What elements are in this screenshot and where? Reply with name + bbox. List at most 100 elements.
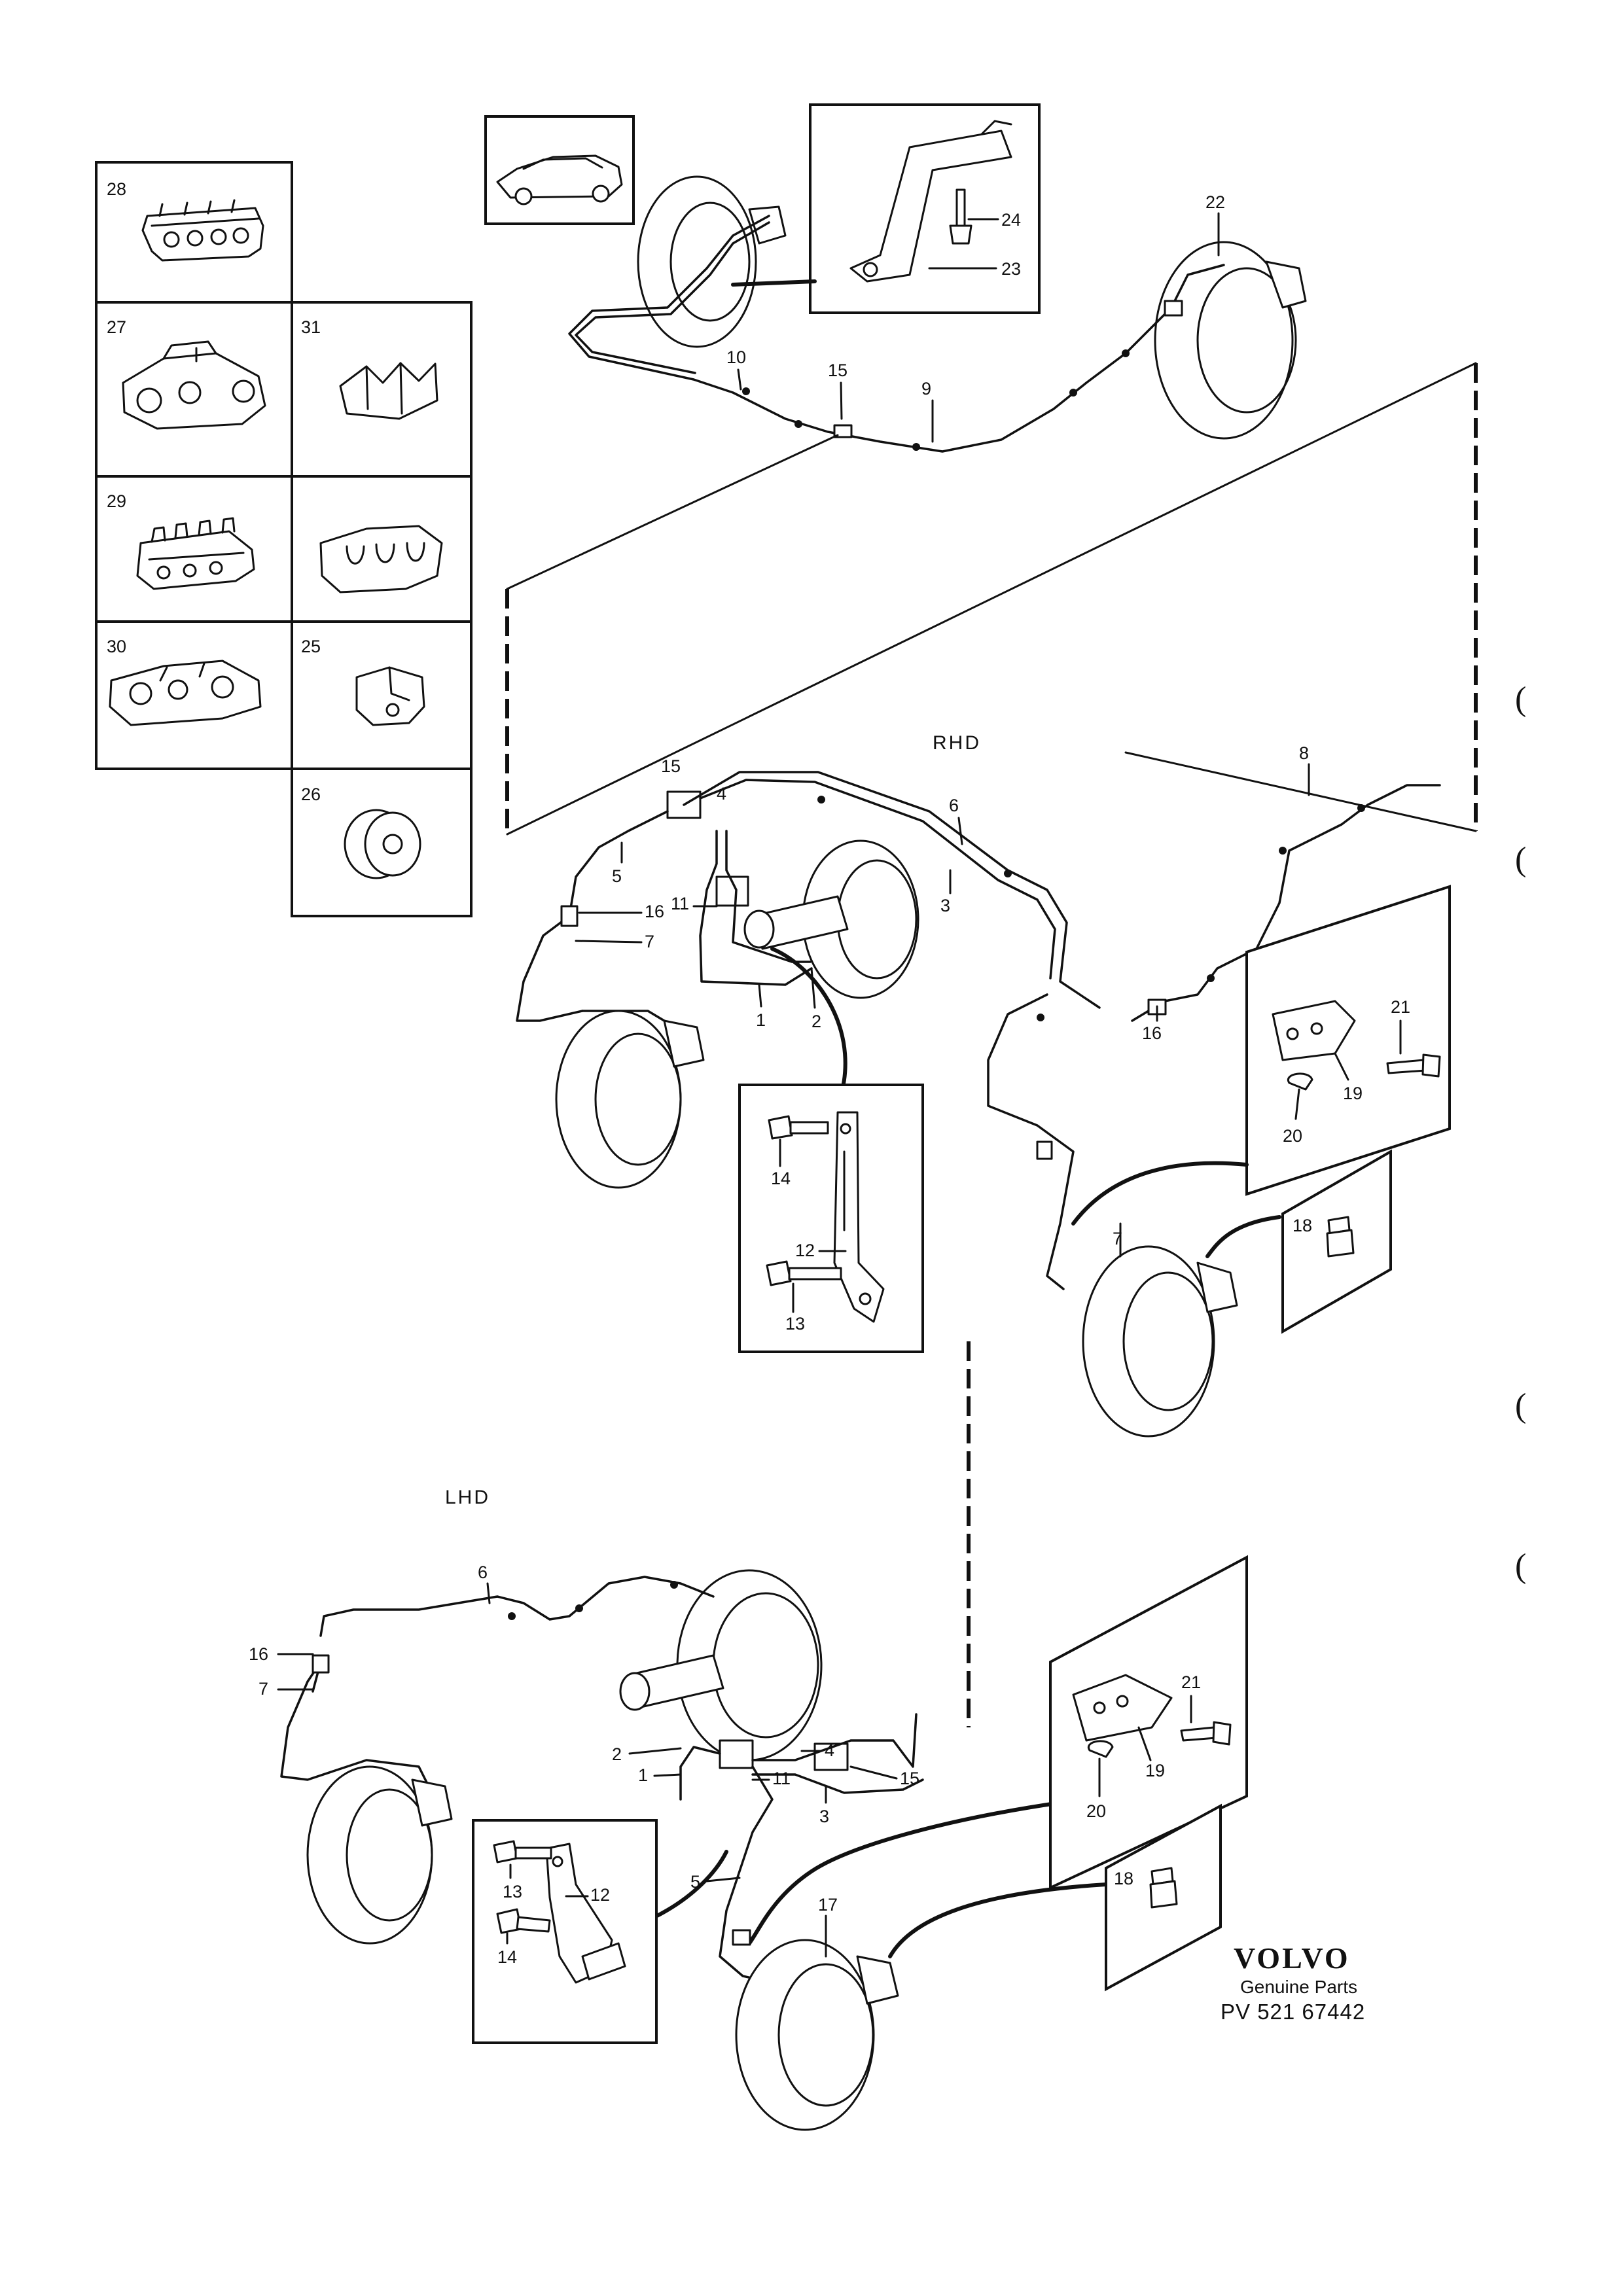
car-thumbnail <box>484 115 635 225</box>
margin-marks: ( ( ( ( <box>1515 680 1526 1585</box>
brake-booster-icon <box>619 1569 823 1761</box>
margin-mark: ( <box>1515 1387 1526 1424</box>
pipe-clip-2-way-icon <box>339 362 438 420</box>
callout-20: 20 <box>1283 1126 1302 1146</box>
bleed-nipple-icon <box>1326 1216 1355 1258</box>
callout-3: 3 <box>819 1807 829 1826</box>
brake-disc-icon <box>637 175 787 348</box>
callout-12: 12 <box>795 1241 815 1260</box>
brake-disc-icon <box>735 1939 899 2131</box>
bolt-icon <box>768 1115 829 1140</box>
callout-18: 18 <box>1293 1216 1312 1235</box>
callout-24: 24 <box>1001 210 1021 230</box>
callout-15: 15 <box>828 361 847 380</box>
clip-number: 31 <box>301 317 321 337</box>
clip-number: 29 <box>107 491 126 511</box>
callout-2: 2 <box>812 1012 821 1031</box>
bolt-icon <box>1386 1053 1441 1078</box>
assembly-guides <box>505 362 1478 1727</box>
pipe-clip-1-way-icon <box>355 666 425 726</box>
callout-16: 16 <box>1142 1023 1162 1043</box>
callout-5: 5 <box>612 866 622 886</box>
callout-16: 16 <box>249 1644 268 1664</box>
callout-21: 21 <box>1391 997 1410 1017</box>
pipe-clip-6-way-icon <box>136 517 255 590</box>
callout-6: 6 <box>478 1563 488 1582</box>
margin-mark: ( <box>1515 1547 1526 1585</box>
bolt-icon <box>766 1260 842 1286</box>
callout-20: 20 <box>1086 1801 1106 1821</box>
callout-17: 17 <box>818 1895 838 1915</box>
callout-8: 8 <box>1299 743 1309 763</box>
car-icon <box>496 154 623 205</box>
clip-number: 30 <box>107 637 126 656</box>
callout-14: 14 <box>771 1169 791 1188</box>
callout-15: 15 <box>661 756 681 776</box>
bracket-icon <box>849 120 1012 283</box>
brand-logo: VOLVO <box>1234 1941 1350 1975</box>
rhd-section: RHD <box>516 732 1451 1438</box>
callout-23: 23 <box>1001 259 1021 279</box>
mounting-bracket-icon <box>1272 1000 1356 1061</box>
callout-7: 7 <box>645 932 654 951</box>
callout-22: 22 <box>1205 192 1225 212</box>
callout-2: 2 <box>612 1744 622 1764</box>
bolt-icon <box>1180 1721 1232 1746</box>
callout-10: 10 <box>726 347 746 367</box>
valve-block-icon <box>719 1739 849 1771</box>
callout-7: 7 <box>259 1679 268 1699</box>
brake-disc-icon <box>1082 1245 1238 1438</box>
callout-5: 5 <box>690 1872 700 1892</box>
callout-13: 13 <box>503 1882 522 1901</box>
callout-3: 3 <box>940 896 950 915</box>
callout-19: 19 <box>1145 1761 1165 1780</box>
callout-18: 18 <box>1114 1869 1133 1888</box>
brake-disc-icon <box>306 1765 453 1945</box>
rhd-label: RHD <box>933 732 981 754</box>
callout-4: 4 <box>717 784 726 804</box>
margin-mark: ( <box>1515 841 1526 878</box>
callout-16: 16 <box>645 902 664 921</box>
margin-mark: ( <box>1515 680 1526 718</box>
catalog-reference: PV 521 67442 <box>1221 2000 1365 2024</box>
bolt-icon <box>493 1840 552 1863</box>
bolt-icon <box>496 1908 551 1934</box>
clip-number: 25 <box>301 637 321 656</box>
callout-1: 1 <box>756 1010 766 1030</box>
brake-booster-icon <box>743 839 919 999</box>
callout-11: 11 <box>772 1769 791 1788</box>
callout-13: 13 <box>785 1314 805 1333</box>
pipe-clip-3-way-icon <box>122 340 266 430</box>
pedal-bracket-icon <box>545 1843 626 1984</box>
clip-number: 28 <box>107 179 126 199</box>
mounting-bracket-icon <box>1072 1674 1173 1742</box>
callout-15: 15 <box>900 1769 919 1788</box>
callout-1: 1 <box>638 1765 648 1785</box>
clip-number: 26 <box>301 785 321 804</box>
pipe-clip-4-slot-icon <box>109 660 262 726</box>
grommet-icon <box>344 809 421 879</box>
lhd-label: LHD <box>445 1487 490 1508</box>
bolt-icon <box>949 188 972 245</box>
callout-11: 11 <box>671 894 689 913</box>
brake-disc-icon <box>555 1010 705 1189</box>
callout-9: 9 <box>921 379 931 398</box>
callout-6: 6 <box>949 796 959 815</box>
brand-block: VOLVO Genuine Parts PV 521 67442 <box>1221 1941 1365 2024</box>
rear-brake-assembly: 24 23 22 10 15 9 <box>568 103 1307 453</box>
bleed-nipple-icon <box>1149 1867 1178 1909</box>
callout-12: 12 <box>590 1885 610 1905</box>
pipe-clip-4-way-icon <box>141 199 264 262</box>
callout-19: 19 <box>1343 1084 1363 1103</box>
clip-nut-icon <box>1087 1740 1114 1758</box>
clip-nut-icon <box>1287 1072 1313 1091</box>
brand-tagline: Genuine Parts <box>1240 1977 1357 1997</box>
clip-grid: 28 27 31 29 30 25 26 <box>95 161 473 917</box>
pipe-clip-3-slot-icon <box>319 525 443 593</box>
callout-4: 4 <box>825 1740 834 1760</box>
brake-disc-icon <box>1154 241 1307 440</box>
callout-21: 21 <box>1181 1672 1201 1692</box>
lhd-section: LHD <box>249 1487 1248 2131</box>
clip-number: 27 <box>107 317 126 337</box>
